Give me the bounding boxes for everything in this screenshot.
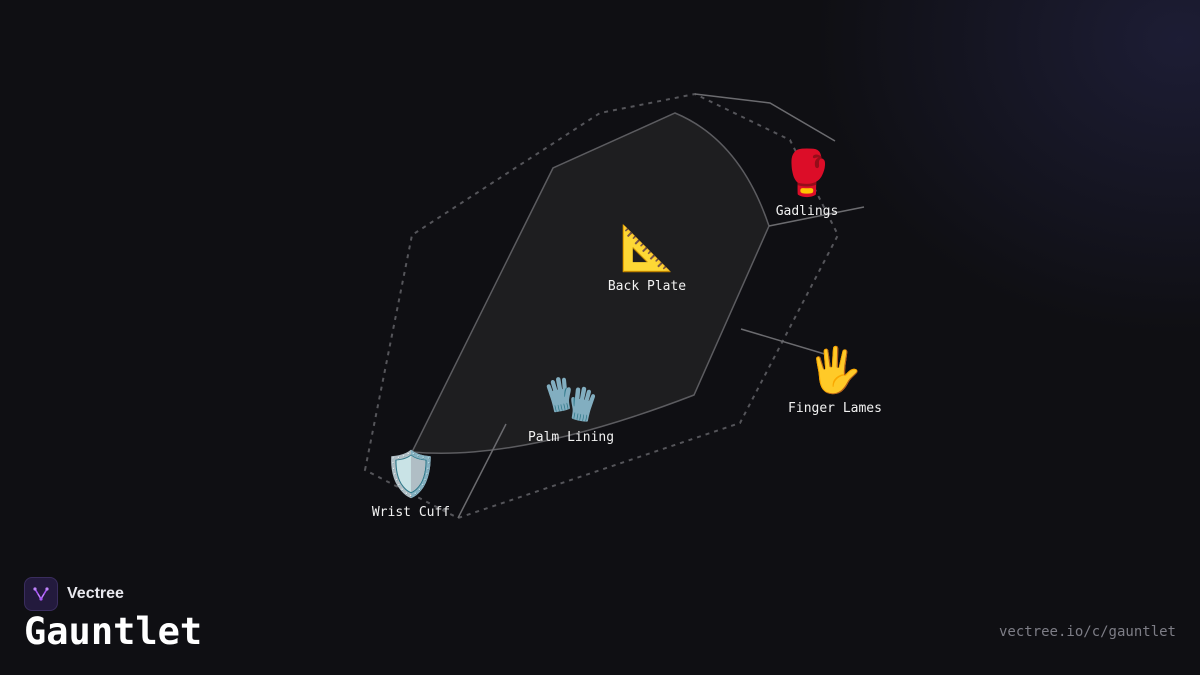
node-finger-lames[interactable]: 🖐 Finger Lames	[788, 345, 882, 416]
gloves-icon: 🧤	[543, 374, 599, 425]
page-url[interactable]: vectree.io/c/gauntlet	[998, 624, 1176, 640]
boxing-glove-icon: 🥊	[779, 148, 835, 199]
node-label: Finger Lames	[788, 401, 882, 416]
node-wrist-cuff[interactable]: 🛡️ Wrist Cuff	[372, 449, 450, 520]
node-back-plate[interactable]: 📐 Back Plate	[608, 223, 686, 294]
triangular-ruler-icon: 📐	[619, 223, 675, 274]
node-palm-lining[interactable]: 🧤 Palm Lining	[528, 374, 614, 445]
node-label: Palm Lining	[527, 430, 615, 445]
raised-hand-icon: 🖐	[807, 345, 863, 396]
node-gadlings[interactable]: 🥊 Gadlings	[776, 148, 839, 219]
connector-line-top	[694, 93, 836, 142]
brand[interactable]: Vectree	[24, 577, 124, 611]
shield-icon: 🛡️	[383, 449, 439, 500]
page-title: Gauntlet	[24, 610, 203, 653]
dashed-outline	[363, 92, 840, 520]
node-label: Back Plate	[607, 279, 687, 294]
node-label: Gadlings	[775, 204, 839, 219]
node-label: Wrist Cuff	[371, 505, 451, 520]
connector-line-palm-lining	[457, 423, 507, 519]
brand-name: Vectree	[67, 585, 124, 602]
connector-line-finger-lames	[740, 328, 829, 356]
vectree-logo-icon	[24, 577, 58, 611]
connector-line-gadlings	[768, 206, 865, 227]
gauntlet-shape	[410, 112, 770, 455]
